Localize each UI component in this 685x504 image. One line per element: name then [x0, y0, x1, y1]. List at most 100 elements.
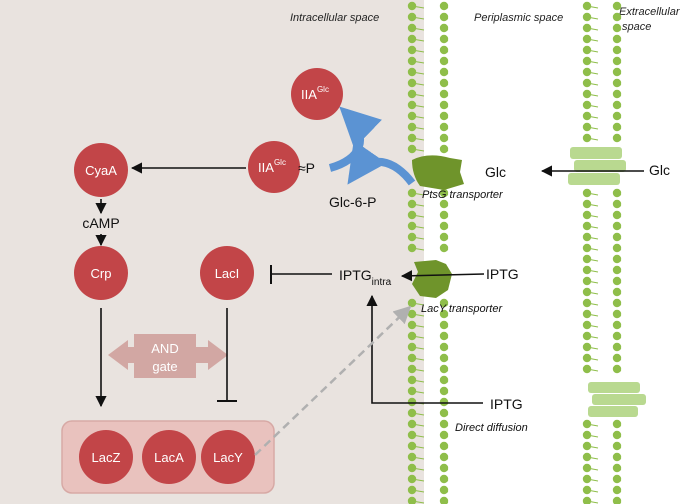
outer-porin-top	[568, 147, 626, 185]
iptg-uptake-arrow	[400, 270, 485, 282]
iia-glc-top-node: IIAGlc	[291, 68, 343, 120]
lipid-head	[582, 287, 592, 297]
lipid-head	[439, 100, 449, 110]
lipid-head	[612, 133, 622, 143]
glc-phosphorylation-arrow	[347, 140, 416, 186]
svg-text:LacA: LacA	[154, 450, 184, 465]
svg-text:CyaA: CyaA	[85, 163, 117, 178]
lipid-head	[439, 397, 449, 407]
iptg-diffusion-label: IPTG	[490, 396, 523, 412]
lipid-head	[582, 364, 592, 374]
lipid-head	[407, 320, 417, 330]
lipid-head	[439, 364, 449, 374]
lipid-head	[582, 23, 592, 33]
lipid-head	[439, 441, 449, 451]
lipid-head	[407, 375, 417, 385]
lipid-head	[407, 89, 417, 99]
lipid-head	[439, 188, 449, 198]
lipid-head	[582, 67, 592, 77]
lipid-head	[407, 221, 417, 231]
lipid-head	[407, 34, 417, 44]
direct-diffusion-label: Direct diffusion	[455, 422, 528, 434]
lipid-head	[439, 133, 449, 143]
lipid-head	[582, 89, 592, 99]
svg-text:LacI: LacI	[215, 266, 240, 281]
extracellular-label-line2: space	[622, 21, 651, 33]
lipid-head	[407, 298, 417, 308]
lipid-head	[407, 419, 417, 429]
lipid-head	[407, 430, 417, 440]
iia-dephosphorylation-arrow	[328, 106, 382, 172]
lipid-head	[612, 287, 622, 297]
lipid-head	[612, 452, 622, 462]
lipid-head	[582, 419, 592, 429]
lipid-head	[582, 353, 592, 363]
lipid-head	[582, 463, 592, 473]
lipid-head	[582, 430, 592, 440]
lipid-head	[407, 342, 417, 352]
lipid-head	[612, 23, 622, 33]
lipid-head	[612, 232, 622, 242]
lipid-head	[439, 386, 449, 396]
lipid-head	[582, 441, 592, 451]
lipid-head	[582, 56, 592, 66]
lipid-head	[407, 232, 417, 242]
lipid-head	[582, 221, 592, 231]
lipid-head	[407, 386, 417, 396]
iptg-periplasmic-label: IPTG	[486, 266, 519, 282]
intracellular-label: Intracellular space	[290, 12, 379, 24]
lipid-head	[439, 56, 449, 66]
lipid-head	[582, 78, 592, 88]
lipid-head	[582, 188, 592, 198]
lipid-head	[612, 1, 622, 11]
lipid-head	[612, 56, 622, 66]
lipid-head	[407, 1, 417, 11]
lipid-head	[439, 331, 449, 341]
lipid-head	[612, 353, 622, 363]
lipid-head	[582, 232, 592, 242]
lipid-head	[407, 45, 417, 55]
lipid-head	[439, 463, 449, 473]
inner-membrane	[407, 1, 449, 504]
lipid-head	[582, 111, 592, 121]
lipid-head	[582, 474, 592, 484]
lipid-head	[612, 221, 622, 231]
lipid-head	[612, 111, 622, 121]
lipid-head	[582, 34, 592, 44]
lipid-head	[439, 408, 449, 418]
lipid-head	[407, 210, 417, 220]
lipid-head	[407, 199, 417, 209]
lipid-head	[407, 100, 417, 110]
lipid-head	[407, 309, 417, 319]
ptsg-transporter	[412, 155, 464, 190]
lipid-head	[439, 419, 449, 429]
lipid-head	[612, 419, 622, 429]
lipid-head	[612, 485, 622, 495]
lipid-head	[612, 199, 622, 209]
glc-extracellular-label: Glc	[649, 162, 670, 178]
glc-6-p-label: Glc-6-P	[329, 194, 376, 210]
and-gate-label-line1: AND	[151, 341, 178, 356]
lipid-head	[407, 474, 417, 484]
lipid-head	[439, 23, 449, 33]
and-gate-label-line2: gate	[152, 359, 177, 374]
lipid-head	[582, 210, 592, 220]
lipid-head	[439, 375, 449, 385]
lipid-head	[407, 452, 417, 462]
iia-glc-node: IIAGlc	[248, 141, 300, 193]
lipid-head	[612, 100, 622, 110]
glc-periplasmic-label: Glc	[485, 164, 506, 180]
ptsg-transporter-label: PtsG transporter	[422, 189, 504, 201]
lipid-head	[407, 243, 417, 253]
lipid-head	[439, 496, 449, 504]
cyaa-node: CyaA	[74, 143, 128, 197]
lipid-head	[582, 331, 592, 341]
lipid-head	[439, 430, 449, 440]
lacy-to-transporter-dashed-arrow	[254, 305, 412, 456]
lipid-head	[439, 111, 449, 121]
lipid-head	[407, 353, 417, 363]
lipid-head	[612, 430, 622, 440]
outer-membrane	[582, 1, 622, 504]
lipid-head	[582, 133, 592, 143]
